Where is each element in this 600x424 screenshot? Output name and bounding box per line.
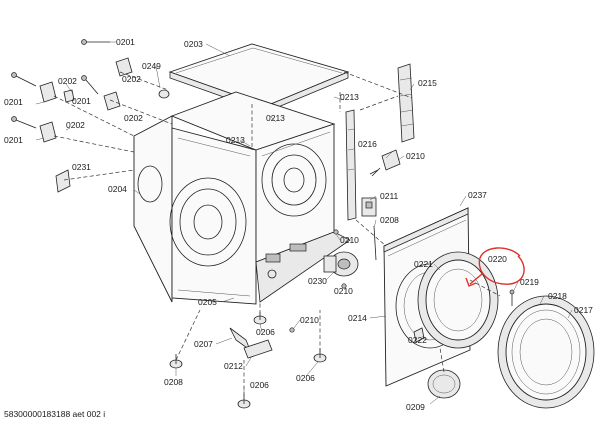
hardware [11, 39, 515, 409]
label-0212: 0212 [224, 361, 243, 371]
drain-pump [323, 251, 359, 277]
label-0202-a: 0202 [58, 76, 77, 86]
label-0202-d: 0202 [66, 120, 85, 130]
label-0210-a: 0210 [406, 151, 425, 161]
label-0249: 0249 [142, 61, 161, 71]
cabinet [133, 91, 351, 305]
label-0202-b: 0202 [122, 74, 141, 84]
top-cover [168, 43, 350, 113]
part-labels: 0201 0201 0201 0202 0202 0202 0202 0201 … [4, 37, 593, 412]
label-0203: 0203 [184, 39, 203, 49]
label-0207: 0207 [194, 339, 213, 349]
document-id: 58300000183188 aet 002 i [4, 409, 105, 419]
label-0206-b: 0206 [250, 380, 269, 390]
label-0210-b: 0210 [340, 235, 359, 245]
label-0218: 0218 [548, 291, 567, 301]
cross-brace [345, 109, 357, 221]
label-0215: 0215 [418, 78, 437, 88]
service-flap [427, 369, 461, 399]
label-0204: 0204 [108, 184, 127, 194]
label-0205: 0205 [198, 297, 217, 307]
label-0201-top: 0201 [116, 37, 135, 47]
rear-strut [397, 63, 415, 143]
label-0217: 0217 [574, 305, 593, 315]
label-0210-c: 0210 [334, 286, 353, 296]
label-0221: 0221 [414, 259, 433, 269]
label-0237: 0237 [468, 190, 487, 200]
label-0208-a: 0208 [380, 215, 399, 225]
label-0201-mid: 0201 [4, 97, 23, 107]
label-0202-c: 0202 [124, 113, 143, 123]
door-lock [371, 149, 401, 177]
label-0214: 0214 [348, 313, 367, 323]
label-0206-a: 0206 [256, 327, 275, 337]
label-0206-c: 0206 [296, 373, 315, 383]
red-annotation-circle [465, 247, 525, 287]
label-0210-d: 0210 [300, 315, 319, 325]
label-0213-c: 0213 [226, 135, 245, 145]
label-0209: 0209 [406, 402, 425, 412]
door-ring [497, 295, 595, 409]
label-0211: 0211 [380, 191, 399, 201]
label-0220: 0220 [488, 254, 507, 264]
label-0201-low: 0201 [4, 135, 23, 145]
label-0208-b: 0208 [164, 377, 183, 387]
leader-lines [35, 41, 573, 405]
label-0213-a: 0213 [340, 92, 359, 102]
label-0201-extra: 0201 [72, 96, 91, 106]
label-0213-b: 0213 [266, 113, 285, 123]
label-0216: 0216 [358, 139, 377, 149]
interlock-switch [361, 197, 377, 217]
label-0230: 0230 [308, 276, 327, 286]
label-0219: 0219 [520, 277, 539, 287]
label-0222: 0222 [408, 335, 427, 345]
label-0231: 0231 [72, 162, 91, 172]
